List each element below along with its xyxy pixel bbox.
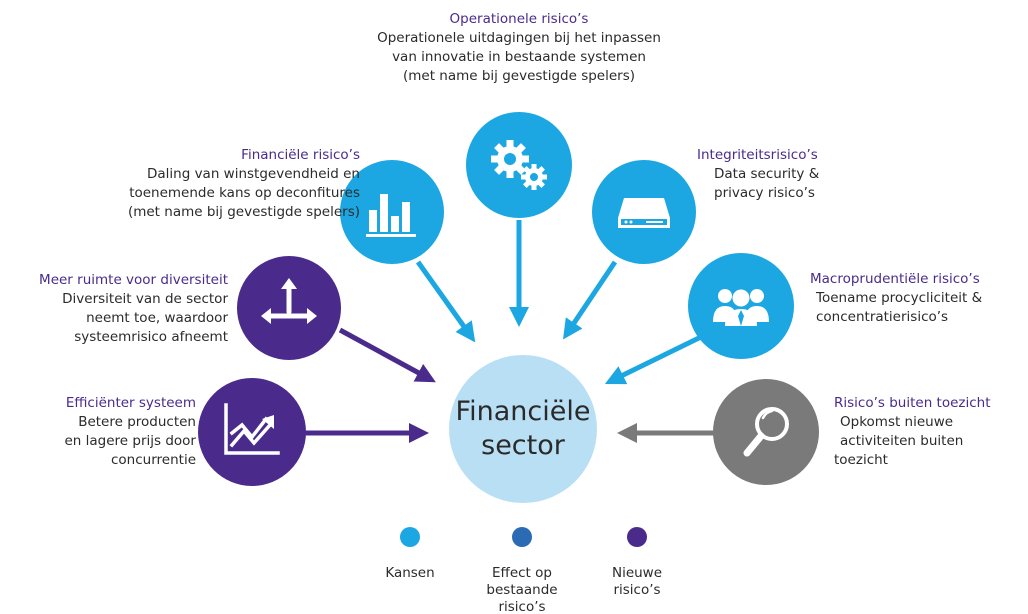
trend-chart-icon [224, 403, 280, 455]
arrow-macro [604, 332, 707, 385]
legend-label-kansen: Kansen [360, 565, 460, 582]
legend-dot-kansen [400, 527, 420, 547]
body-integriteit-1: Data security & [714, 166, 820, 182]
magnifier-icon [743, 407, 789, 457]
legend-effect-line3: risico’s [498, 599, 546, 614]
label-macro: Macroprudentiële risico’s Toename procyc… [810, 270, 1025, 327]
body-diversiteit-1: Diversiteit van de sector [62, 291, 228, 307]
server-icon [618, 198, 670, 228]
arrow-diversiteit [338, 327, 436, 383]
label-toezicht: Risico’s buiten toezicht Opkomst nieuwe … [834, 394, 1024, 470]
gears-icon [491, 140, 547, 190]
node-integriteit [592, 160, 696, 264]
body-efficient-2: en lagere prijs door [64, 433, 197, 449]
title-diversiteit: Meer ruimte voor diversiteit [39, 272, 228, 288]
body-toezicht-3: toezicht [834, 452, 888, 468]
title-efficient: Efficiënter systeem [65, 395, 196, 411]
title-macro: Macroprudentiële risico’s [810, 271, 980, 287]
body-toezicht-2: activiteiten buiten [840, 433, 964, 449]
bar-chart-icon [366, 194, 416, 237]
body-financieel-3: (met name bij gevestigde spelers) [127, 204, 360, 220]
body-macro-1: Toename procycliciteit & [816, 290, 983, 306]
body-financieel-2: toenemende kans op deconfitures [129, 185, 360, 201]
label-financieel: Financiële risico’s Daling van winstgeve… [50, 146, 360, 222]
body-diversiteit-3: systeemrisico afneemt [74, 329, 228, 345]
legend-effect-line2: bestaande [486, 582, 558, 598]
title-integriteit: Integriteitsrisico’s [697, 147, 818, 163]
title-toezicht: Risico’s buiten toezicht [834, 395, 991, 411]
node-efficient [198, 378, 306, 486]
center-label-line2: sector [481, 430, 565, 461]
label-efficient: Efficiënter systeem Betere producten en … [10, 394, 197, 470]
node-financieel [340, 160, 444, 264]
legend-label-effect: Effect op bestaande risico’s [472, 565, 572, 614]
legend-label-nieuwe: Nieuwe risico’s [587, 565, 687, 599]
legend-effect-line1: Effect op [492, 565, 552, 581]
body-efficient-3: concurrentie [111, 452, 196, 468]
arrow-financieel [415, 260, 476, 343]
legend-kansen-line1: Kansen [385, 565, 435, 581]
label-operationeel: Operationele risico’s Operationele uitda… [330, 10, 708, 86]
body-operationeel-3: (met name bij gevestigde spelers) [402, 68, 636, 84]
body-operationeel-2: van innovatie in bestaande systemen [392, 49, 646, 65]
node-operationeel [466, 112, 572, 218]
legend-dot-effect [512, 527, 532, 547]
legend-nieuwe-line1: Nieuwe [611, 565, 663, 581]
node-macro [688, 253, 794, 359]
body-efficient-1: Betere producten [78, 414, 196, 430]
people-group-icon [713, 289, 769, 326]
legend-dot-nieuwe [627, 527, 647, 547]
title-operationeel: Operationele risico’s [449, 11, 589, 27]
body-macro-2: concentratierisico’s [816, 309, 949, 325]
label-integriteit: Integriteitsrisico’s Data security & pri… [697, 146, 897, 203]
branch-arrows-icon [261, 278, 317, 324]
body-financieel-1: Daling van winstgevendheid en [146, 166, 360, 182]
label-diversiteit: Meer ruimte voor diversiteit Diversiteit… [0, 271, 228, 347]
body-toezicht-1: Opkomst nieuwe [840, 414, 954, 430]
body-diversiteit-2: neemt toe, waardoor [86, 310, 228, 326]
center-label-line1: Financiële [455, 396, 591, 427]
title-financieel: Financiële risico’s [241, 147, 360, 163]
body-integriteit-2: privacy risico’s [714, 185, 815, 201]
node-toezicht [713, 379, 819, 485]
body-operationeel-1: Operationele uitdagingen bij het inpasse… [377, 30, 661, 46]
node-diversiteit [237, 256, 341, 360]
arrow-integriteit [562, 260, 618, 340]
legend-nieuwe-line2: risico’s [613, 582, 661, 598]
center-circle: Financiële sector [449, 355, 597, 503]
